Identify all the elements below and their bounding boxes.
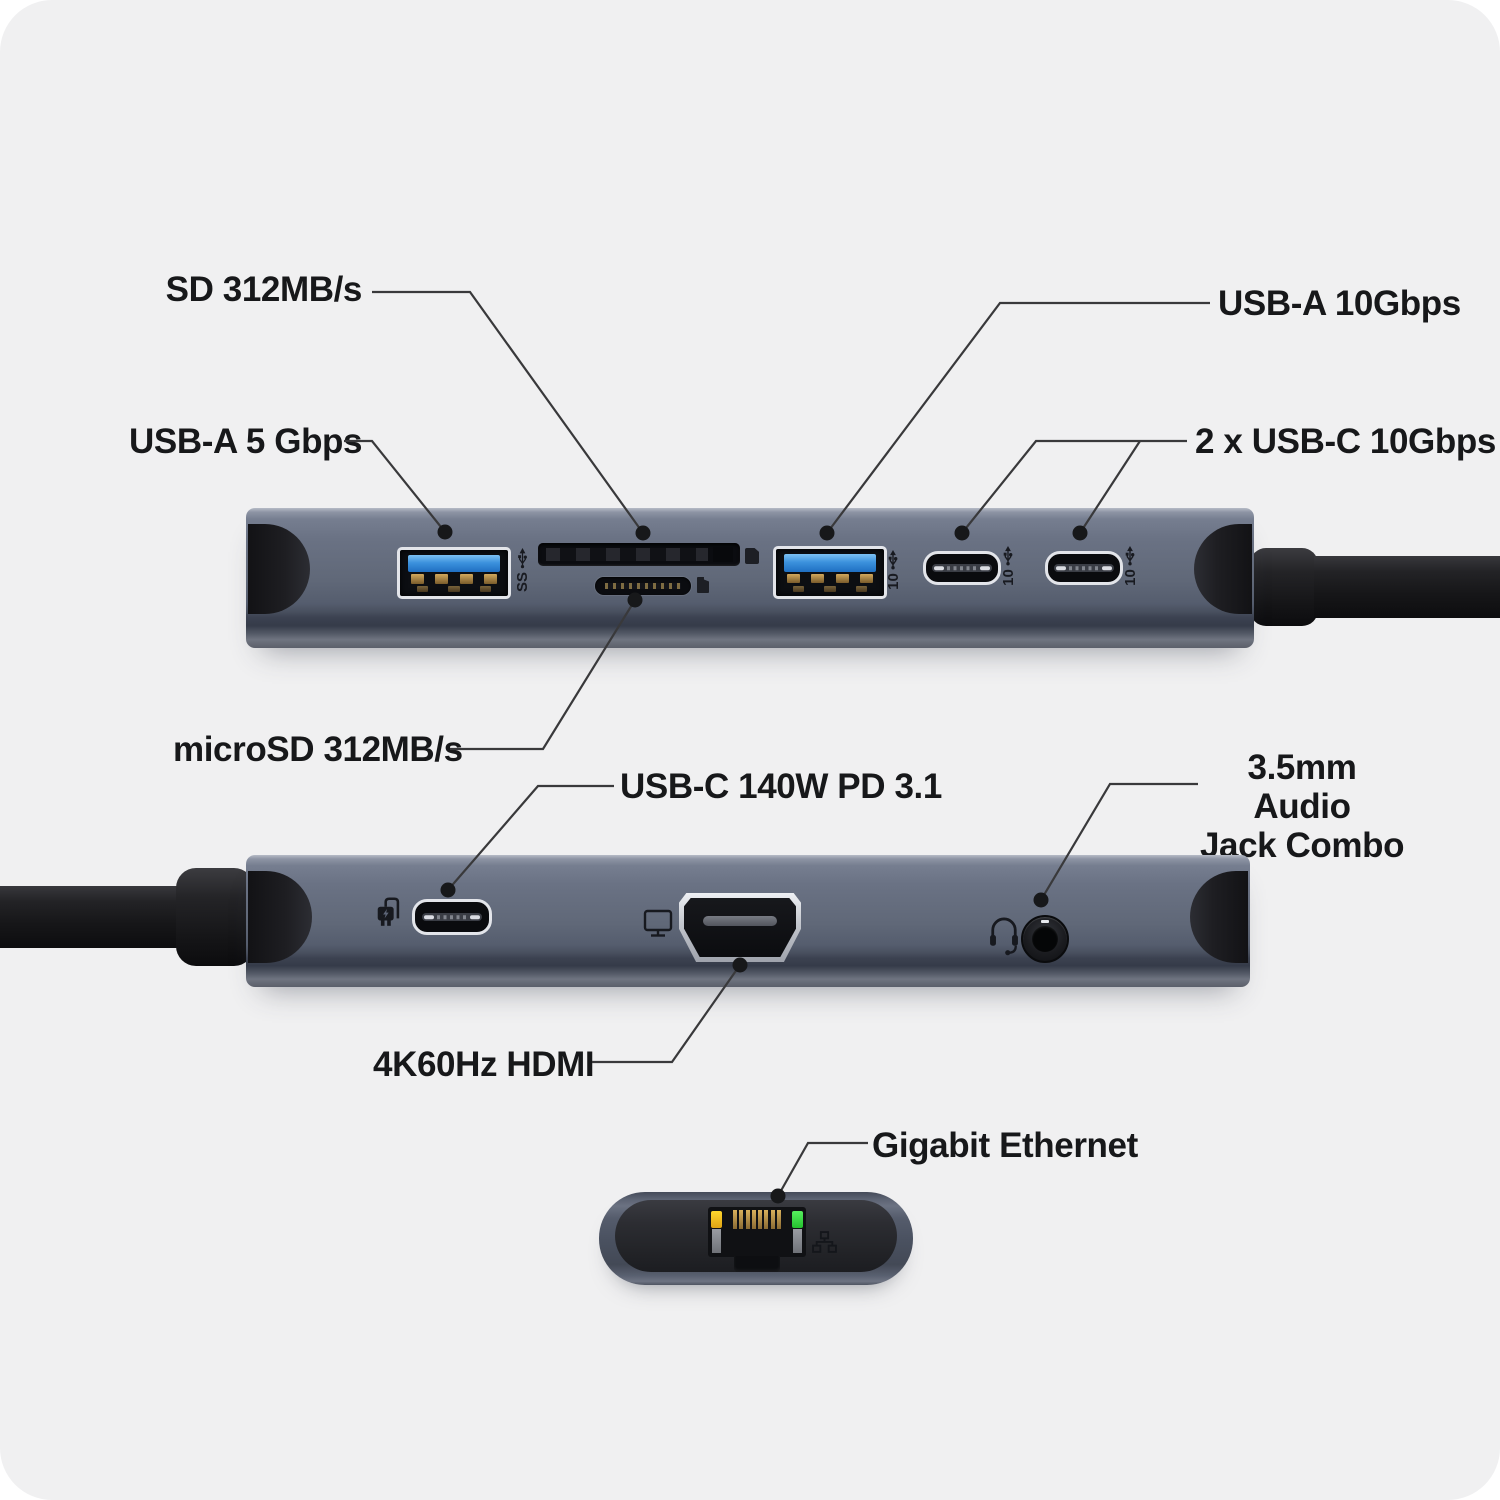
- ethernet-rail-left: [712, 1229, 721, 1253]
- host-cable-left: [0, 886, 182, 948]
- hdmi-port: [679, 893, 801, 962]
- microsd-card-slot: [595, 577, 691, 595]
- usb-a-tongue: [407, 555, 501, 573]
- usb-trident-icon: [1125, 546, 1135, 566]
- usb-a-tongue: [783, 554, 877, 572]
- usb-10gbps-icon: 10: [1119, 544, 1141, 588]
- callout-label-usb-a-10: USB-A 10Gbps: [1218, 284, 1461, 323]
- callout-label-sd: SD 312MB/s: [165, 270, 363, 309]
- audio-jack-port: [1021, 915, 1069, 963]
- ethernet-led-green: [792, 1211, 803, 1228]
- audio-jack-opening: [1032, 926, 1058, 952]
- callout-label-usb-c-10: 2 x USB-C 10Gbps: [1195, 422, 1496, 461]
- hub-back-side: [246, 855, 1250, 987]
- host-cable-right: [1314, 556, 1500, 618]
- hdmi-opening: [684, 898, 796, 957]
- hub-end-left: [248, 871, 312, 963]
- hub-end-left: [248, 524, 310, 614]
- ethernet-pins: [733, 1210, 781, 1229]
- callout-label-hdmi: 4K60Hz HDMI: [373, 1045, 595, 1084]
- usb-a-10gbps-port: [773, 546, 887, 599]
- usb-10gbps-icon: 10: [997, 544, 1019, 588]
- speed-10-label: 10: [999, 569, 1017, 586]
- superspeed-label: SS: [513, 571, 531, 592]
- callout-label-audio: 3.5mm Audio Jack Combo: [1196, 748, 1408, 865]
- cable-strain-relief-left: [176, 868, 254, 966]
- usb-trident-icon: [1003, 546, 1013, 566]
- usb-c-tongue: [932, 564, 992, 572]
- usb-a-pins: [410, 574, 498, 584]
- hub-end-face: [615, 1200, 897, 1272]
- usb-a-5gbps-port: [397, 547, 511, 599]
- microsd-slot-contacts: [605, 583, 681, 589]
- microsd-card-icon: [697, 577, 709, 593]
- audio-label-line1: 3.5mm Audio: [1247, 748, 1357, 826]
- hub-end-view: [599, 1192, 913, 1285]
- cable-strain-relief-right: [1250, 548, 1318, 626]
- audio-jack-notch: [1041, 920, 1049, 923]
- headset-icon: [990, 917, 1018, 956]
- hub-end-right: [1190, 871, 1248, 963]
- hdmi-tongue: [703, 915, 777, 926]
- usb-c-10gbps-port-1: [923, 551, 1001, 585]
- sd-slot-block: [713, 547, 733, 562]
- usb-10gbps-icon: 10: [882, 548, 904, 592]
- usb-c-tongue: [421, 913, 483, 921]
- usb-c-tongue: [1054, 564, 1114, 572]
- usb-trident-icon: [888, 550, 898, 570]
- usb-c-pd-port: [412, 899, 492, 935]
- callout-label-ethernet: Gigabit Ethernet: [872, 1126, 1138, 1165]
- hub-front-side: SS 10: [246, 508, 1254, 648]
- monitor-icon: [643, 909, 673, 937]
- usb-a-pins-lower: [793, 585, 867, 592]
- charging-plug-icon: [377, 897, 400, 926]
- sd-card-icon: [745, 548, 759, 564]
- usb-a-pins-lower: [417, 585, 491, 592]
- ethernet-rail-right: [793, 1229, 802, 1253]
- ethernet-latch-slot: [734, 1256, 780, 1272]
- usb-a-pins: [786, 573, 874, 584]
- sd-slot-contacts: [546, 548, 708, 561]
- callout-label-usb-c-pd: USB-C 140W PD 3.1: [620, 767, 942, 806]
- callout-label-usb-a-5: USB-A 5 Gbps: [129, 422, 363, 461]
- superspeed-usb-icon: SS: [511, 548, 533, 592]
- callout-label-microsd: microSD 312MB/s: [173, 730, 463, 769]
- sd-card-slot: [538, 543, 740, 566]
- ethernet-led-yellow: [711, 1211, 722, 1228]
- hub-end-right: [1194, 524, 1252, 614]
- network-icon: [812, 1231, 837, 1253]
- usb-trident-icon: [517, 548, 527, 569]
- ethernet-port: [708, 1207, 806, 1272]
- speed-10-label: 10: [1121, 569, 1139, 586]
- speed-10-label: 10: [884, 573, 902, 590]
- usb-c-10gbps-port-2: [1045, 551, 1123, 585]
